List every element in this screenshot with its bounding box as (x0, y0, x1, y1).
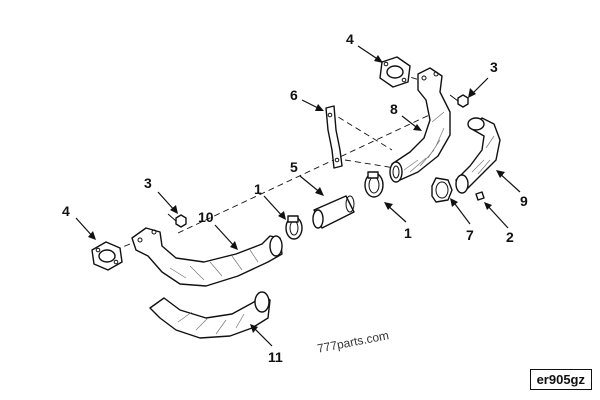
clamp-bracket-7 (431, 177, 453, 203)
hose-11 (149, 291, 271, 339)
callout-2: 2 (506, 229, 514, 245)
clamp-left (285, 215, 303, 240)
assembly-center-lines (114, 71, 441, 251)
callout-3-upper: 3 (490, 59, 498, 75)
bolt-lower (167, 213, 187, 228)
sleeve-5 (312, 195, 355, 229)
callout-8: 8 (390, 101, 398, 117)
callout-3-lower: 3 (144, 175, 152, 191)
callout-1-right: 1 (404, 225, 412, 241)
callout-4-upper: 4 (346, 31, 354, 47)
callout-labels: 4 3 6 8 5 3 1 1 10 4 7 2 9 11 (62, 31, 528, 365)
callout-10: 10 (198, 209, 214, 225)
clamp-right (364, 171, 384, 198)
bolt-upper (449, 94, 469, 108)
reference-code-box: er905gz (529, 369, 592, 390)
pipe-upper-8 (389, 67, 451, 183)
callout-11: 11 (268, 349, 283, 365)
callout-5: 5 (290, 159, 298, 175)
bracket-6 (325, 105, 343, 169)
gasket-upper (379, 56, 411, 88)
callout-9: 9 (520, 193, 528, 209)
pipe-lower-10 (131, 227, 283, 287)
callout-7: 7 (466, 227, 474, 243)
gasket-lower (91, 241, 123, 271)
callout-4-lower: 4 (62, 203, 70, 219)
hose-9 (455, 117, 501, 194)
callout-1-left: 1 (254, 181, 262, 197)
fastener-2 (475, 191, 485, 201)
leader-lines (75, 45, 521, 347)
callout-6: 6 (290, 87, 298, 103)
